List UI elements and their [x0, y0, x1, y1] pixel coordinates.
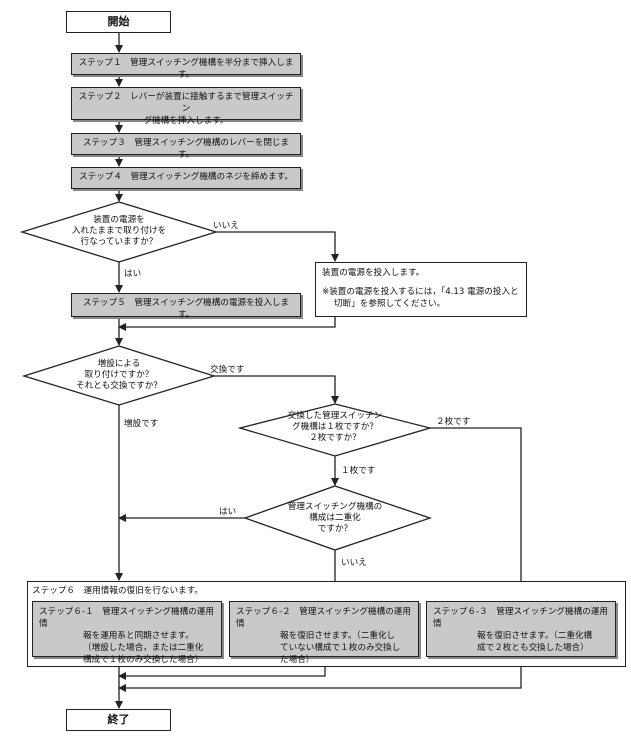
- decision-board-count-text: 交換した管理スイッチン グ機構は１枚ですか？ ２枚ですか？: [275, 411, 395, 444]
- decision-one-board-label: １枚です: [341, 466, 376, 476]
- decision-add-or-exchange-text: 増設による 取り付けですか？ それとも交換ですか？: [49, 359, 189, 392]
- decision-add-label: 増設です: [124, 419, 159, 429]
- step-4: ステップ４ 管理スイッチング機構のネジを締めます。: [71, 167, 301, 189]
- decision-hot-swap: [19, 201, 219, 263]
- decision-board-count: [237, 403, 433, 457]
- decision-two-boards-label: ２枚です: [436, 417, 471, 427]
- arrow-sub3-merge: [118, 657, 522, 692]
- decision-hot-swap-line1: 装置の電源を: [93, 215, 145, 225]
- step-3: ステップ３ 管理スイッチング機構のレバーを閉じます。: [71, 133, 301, 160]
- power-on-note: 装置の電源を投入します。 ※装置の電源を投入するには，「4.13 電源の投入と …: [315, 262, 527, 317]
- step-6-1-line4: 構成で１枚のみ交換した場合）: [83, 655, 204, 665]
- start-terminal: 開始: [66, 11, 171, 33]
- power-on-note-line2: ※装置の電源を投入するには，「4.13 電源の投入と: [322, 287, 519, 297]
- decision-redundant-line3: ですか？: [317, 524, 353, 534]
- decision-redundant-line1: 管理スイッチング機構の: [287, 502, 383, 512]
- step-6-title: ステップ６ 運用情報の復旧を行ないます。: [32, 586, 204, 596]
- arrow-decision2-exchange: [214, 375, 339, 404]
- decision-redundant: [243, 485, 433, 551]
- step-2: ステップ２ レバーが装置に接触するまで管理スイッチン グ機構を挿入します。: [71, 87, 301, 126]
- decision-hot-swap-text: 装置の電源を 入れたままで取り付けを 行なっていますか？: [44, 215, 194, 248]
- step-6-3-line2: 報を復旧させます。（二重化構: [477, 631, 593, 641]
- decision-add-or-exchange-line1: 増設による: [97, 359, 141, 369]
- decision-hot-swap-line2: 入れたままで取り付けを: [71, 226, 167, 236]
- step-6-1-line3: （増設した場合，または二重化: [83, 643, 204, 653]
- step-5: ステップ５ 管理スイッチング機構の電源を投入します。: [71, 293, 301, 320]
- step-6-2-line2: 報を復旧させます。（二重化し: [280, 631, 396, 641]
- step-2-line1: ステップ２ レバーが装置に接触するまで管理スイッチン: [78, 92, 294, 114]
- end-terminal: 終了: [66, 709, 171, 731]
- step-6-1-line2: 報を運用系と同期させます。: [83, 631, 194, 641]
- decision-hot-swap-yes-label: はい: [124, 269, 142, 279]
- decision-board-count-line1: 交換した管理スイッチン: [287, 411, 383, 421]
- decision-add-or-exchange: [21, 345, 217, 406]
- decision-redundant-text: 管理スイッチング機構の 構成は二重化 ですか？: [280, 502, 390, 535]
- step-6-2-line4: た場合）: [280, 655, 315, 665]
- step-6-3-line1: ステップ６-３ 管理スイッチング機構の運用情: [433, 607, 608, 629]
- arrow-decision1-no: [216, 231, 339, 262]
- step-6-2: ステップ６-２ 管理スイッチング機構の運用情 報を復旧させます。（二重化し てい…: [229, 601, 419, 665]
- power-on-note-line3: 切断」を参照してください。: [334, 299, 446, 309]
- arrow-note-merge: [118, 317, 336, 331]
- decision-board-count-line2: グ機構は１枚ですか？: [292, 422, 378, 432]
- decision-redundant-line2: 構成は二重化: [309, 513, 361, 523]
- step-6-1-line1: ステップ６-１ 管理スイッチング機構の運用情: [39, 607, 214, 629]
- decision-redundant-no-label: いいえ: [341, 558, 367, 568]
- decision-redundant-yes-label: はい: [219, 507, 237, 517]
- step-6-2-line3: ていない構成で１枚のみ交換し: [280, 643, 401, 653]
- arrow-decision3-two: [430, 427, 525, 601]
- step-6-3: ステップ６-３ 管理スイッチング機構の運用情 報を復旧させます。（二重化構 成で…: [426, 601, 616, 657]
- decision-board-count-line3: ２枚ですか？: [309, 433, 361, 443]
- step-6-3-line3: 成で２枚とも交換した場合）: [477, 643, 589, 653]
- decision-add-or-exchange-line2: 取り付けですか？: [84, 370, 154, 380]
- decision-hot-swap-line3: 行なっていますか？: [80, 237, 158, 247]
- decision-exchange-label: 交換です: [210, 365, 245, 375]
- step-1: ステップ１ 管理スイッチング機構を半分まで挿入します。: [71, 53, 301, 80]
- step-6-1: ステップ６-１ 管理スイッチング機構の運用情 報を運用系と同期させます。 （増設…: [32, 601, 222, 665]
- step-2-line2: グ機構を挿入します。: [143, 116, 229, 126]
- decision-add-or-exchange-line3: それとも交換ですか？: [76, 381, 162, 391]
- decision-hot-swap-no-label: いいえ: [213, 221, 239, 231]
- step-6-2-line1: ステップ６-２ 管理スイッチング機構の運用情: [236, 607, 411, 629]
- power-on-note-line1: 装置の電源を投入します。: [322, 268, 425, 278]
